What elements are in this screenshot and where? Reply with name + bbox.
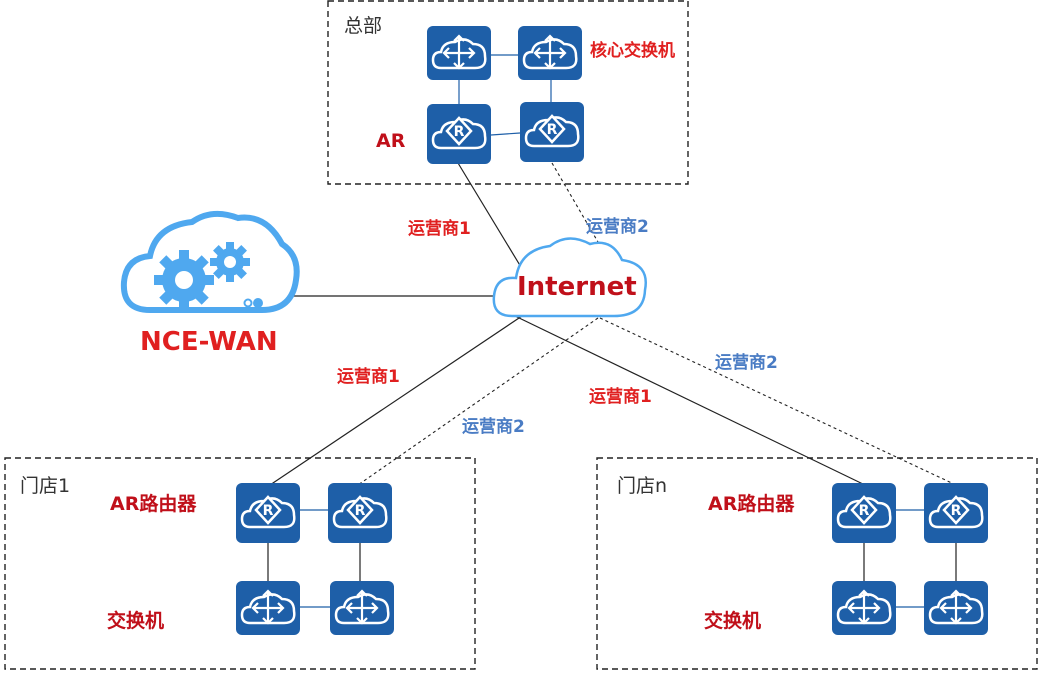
store1-title: 门店1 bbox=[20, 475, 70, 497]
store1-router-1 bbox=[234, 481, 302, 545]
store1-switch-1 bbox=[234, 579, 302, 637]
store1-isp1-label: 运营商1 bbox=[337, 366, 400, 387]
storen-router-1 bbox=[830, 481, 898, 545]
store1-switch-label: 交换机 bbox=[107, 609, 164, 632]
hq-core-switch-label: 核心交换机 bbox=[590, 40, 675, 61]
storen-isp1-label: 运营商1 bbox=[589, 386, 652, 407]
gear-large-icon bbox=[154, 250, 214, 310]
nce-wan-label: NCE-WAN bbox=[140, 327, 278, 357]
link-storen-isp1 bbox=[514, 315, 866, 486]
gear-small-icon bbox=[210, 242, 250, 282]
storen-switch-1 bbox=[830, 579, 898, 637]
store1-router-2 bbox=[326, 481, 394, 545]
link-store1-isp2 bbox=[357, 317, 599, 486]
internet-cloud-icon bbox=[492, 237, 647, 318]
hq-ar-router-2 bbox=[518, 100, 586, 164]
storen-title: 门店n bbox=[617, 475, 667, 497]
hq-ar-label: AR bbox=[376, 130, 406, 152]
hq-title: 总部 bbox=[344, 15, 382, 37]
link-hq-isp1 bbox=[457, 162, 525, 273]
storen-switch-label: 交换机 bbox=[704, 609, 761, 632]
link-store1-isp1 bbox=[269, 315, 523, 486]
hq-core-switch-2 bbox=[516, 24, 584, 82]
hq-isp2-label: 运营商2 bbox=[586, 216, 649, 237]
link-storen-isp2 bbox=[599, 317, 957, 486]
storen-switch-2 bbox=[922, 579, 990, 637]
store1-isp2-label: 运营商2 bbox=[462, 416, 525, 437]
hq-isp1-label: 运营商1 bbox=[408, 218, 471, 239]
store1-switch-2 bbox=[328, 579, 396, 637]
hq-ar-router-1 bbox=[425, 102, 493, 166]
storen-boundary bbox=[596, 457, 1038, 670]
internet-label: Internet bbox=[517, 272, 637, 302]
storen-isp2-label: 运营商2 bbox=[715, 352, 778, 373]
hq-boundary bbox=[327, 0, 689, 185]
hq-core-switch-1 bbox=[425, 24, 493, 82]
store1-boundary bbox=[4, 457, 476, 670]
store1-router-label: AR路由器 bbox=[110, 492, 197, 515]
storen-router-2 bbox=[922, 481, 990, 545]
storen-router-label: AR路由器 bbox=[708, 492, 795, 515]
